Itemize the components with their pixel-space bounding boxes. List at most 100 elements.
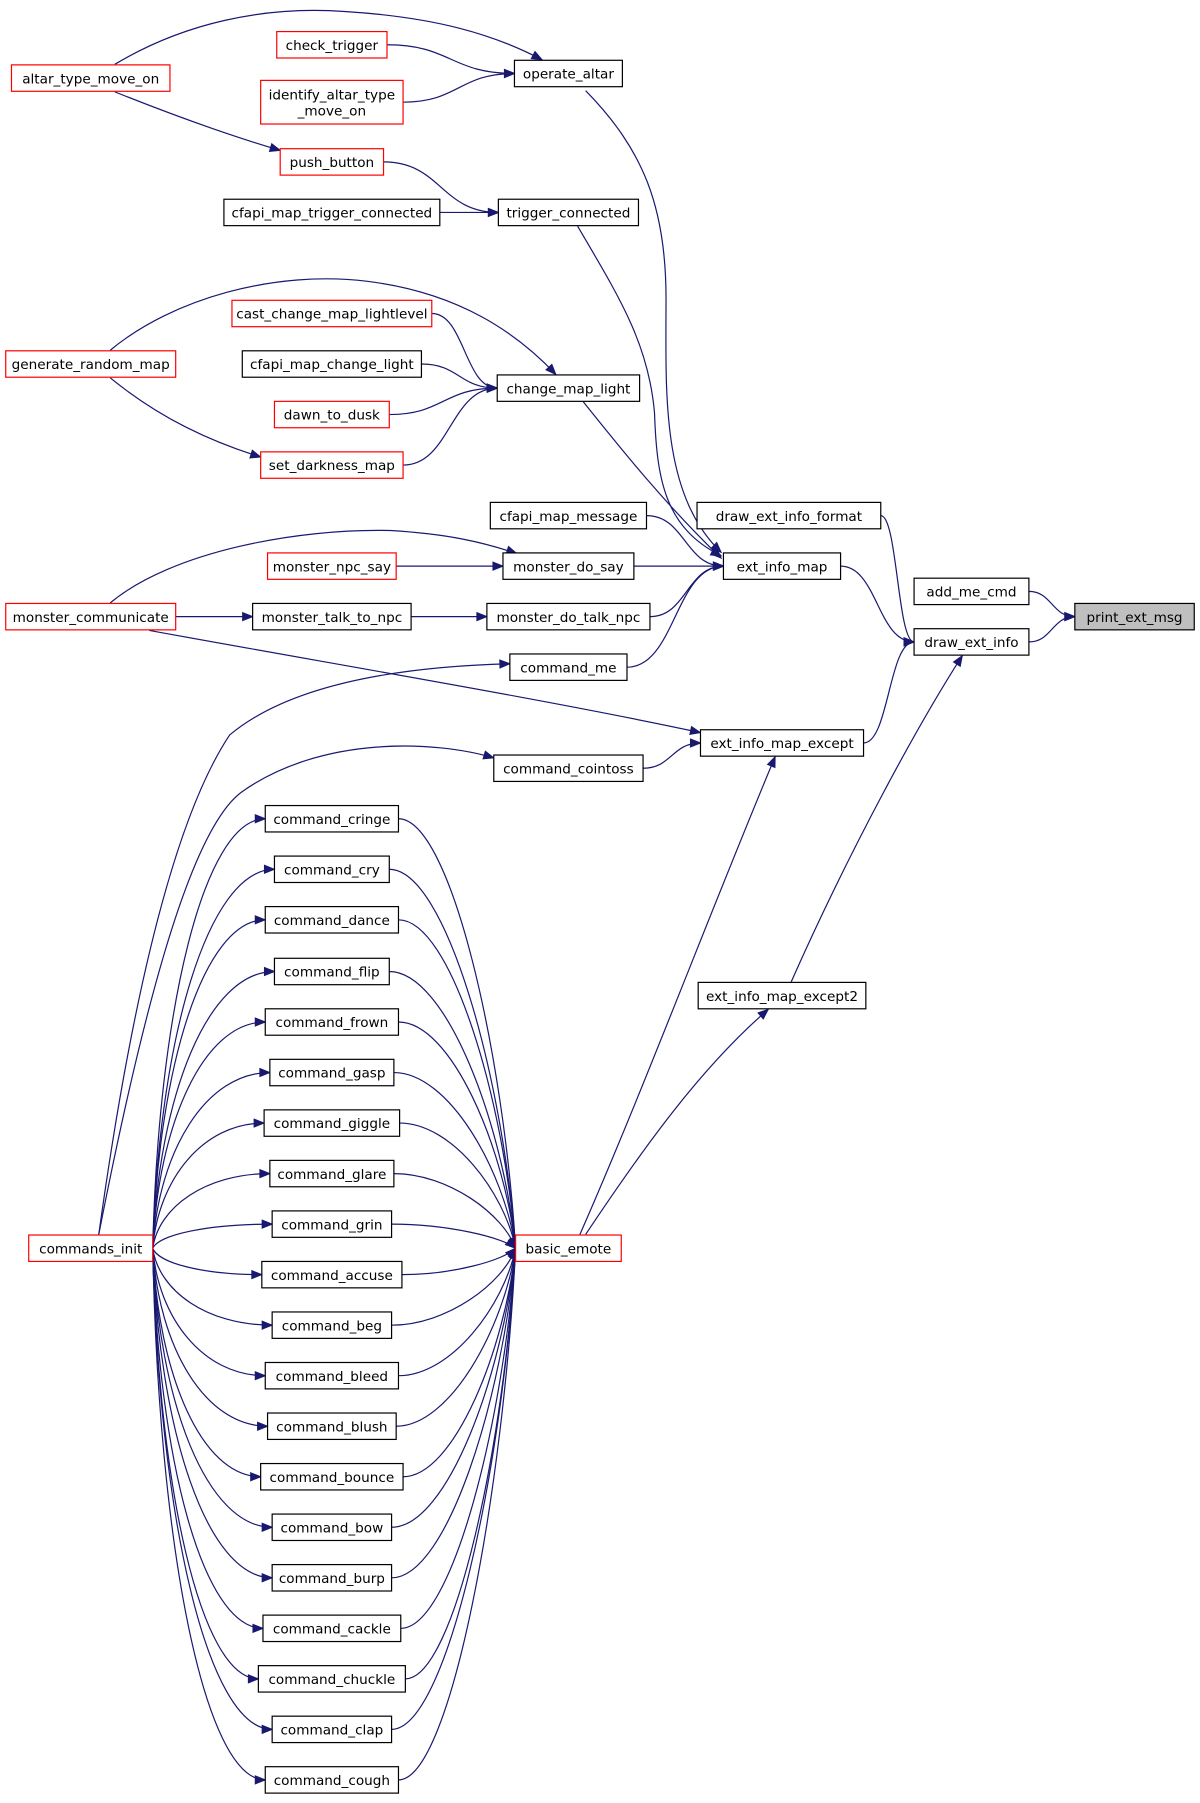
edge-line: [152, 818, 266, 1249]
edge-commands_init-to-command_glare: [152, 1168, 272, 1249]
node-set_darkness_map[interactable]: set_darkness_map: [260, 451, 404, 479]
edge-arrowhead: [492, 561, 505, 571]
node-draw_ext_info[interactable]: draw_ext_info: [913, 628, 1030, 656]
edge-commands_init-to-command_blush: [152, 1248, 269, 1431]
node-monster_do_say[interactable]: monster_do_say: [502, 552, 635, 580]
edge-arrowhead: [689, 738, 702, 748]
edge-line: [391, 1223, 516, 1249]
node-dawn_to_dusk[interactable]: dawn_to_dusk: [273, 400, 390, 429]
node-monster_talk_to_npc[interactable]: monster_talk_to_npc: [252, 602, 412, 631]
edge-check_trigger-to-operate_altar: [386, 44, 516, 79]
edge-arrowhead: [263, 966, 276, 977]
node-command_cough[interactable]: command_cough: [264, 1766, 400, 1794]
node-command_bow[interactable]: command_bow: [271, 1513, 393, 1542]
node-command_frown[interactable]: command_frown: [264, 1008, 400, 1036]
node-monster_npc_say[interactable]: monster_npc_say: [266, 552, 397, 580]
node-generate_random_map[interactable]: generate_random_map: [5, 350, 177, 378]
node-command_grin[interactable]: command_grin: [271, 1210, 393, 1238]
node-box: [260, 1462, 404, 1491]
node-box: [28, 1234, 154, 1263]
node-label: command_bounce: [270, 1470, 395, 1486]
node-trigger_connected[interactable]: trigger_connected: [497, 198, 640, 227]
node-operate_altar[interactable]: operate_altar: [513, 59, 623, 88]
node-box: [502, 552, 635, 580]
node-command_bleed[interactable]: command_bleed: [264, 1361, 400, 1390]
node-identify_altar_type_move_on[interactable]: identify_altar_type_move_on: [260, 79, 404, 125]
node-basic_emote[interactable]: basic_emote: [514, 1234, 622, 1263]
node-label: print_ext_msg: [1087, 610, 1183, 626]
node-label: push_button: [290, 155, 375, 171]
node-ext_info_map_except2[interactable]: ext_info_map_except2: [697, 981, 867, 1010]
node-label: basic_emote: [526, 1241, 612, 1257]
edge-commands_init-to-command_cackle: [152, 1248, 265, 1634]
node-command_blush[interactable]: command_blush: [266, 1412, 397, 1441]
node-command_accuse[interactable]: command_accuse: [261, 1260, 403, 1289]
edge-arrowhead: [476, 611, 489, 622]
edge-command_cointoss-to-ext_info_map_except: [643, 738, 702, 769]
edge-commands_init-to-command_beg: [152, 1248, 274, 1330]
node-ext_info_map[interactable]: ext_info_map: [722, 552, 842, 580]
node-add_me_cmd[interactable]: add_me_cmd: [913, 577, 1030, 606]
node-label: ext_info_map_except2: [706, 989, 858, 1005]
node-command_burp[interactable]: command_burp: [271, 1563, 393, 1592]
node-change_map_light[interactable]: change_map_light: [496, 374, 641, 402]
node-label: monster_npc_say: [273, 559, 391, 575]
node-command_cringe[interactable]: command_cringe: [264, 804, 400, 833]
node-command_cackle[interactable]: command_cackle: [262, 1614, 402, 1643]
edge-arrowhead: [1064, 611, 1077, 622]
node-print_ext_msg[interactable]: print_ext_msg: [1074, 602, 1195, 631]
node-label: generate_random_map: [12, 357, 170, 373]
node-box: [496, 374, 641, 402]
node-command_cointoss[interactable]: command_cointoss: [493, 754, 644, 783]
node-command_flip[interactable]: command_flip: [273, 957, 390, 986]
edge-identify_altar_type_move_on-to-operate_altar: [403, 68, 516, 103]
edge-line: [393, 1172, 517, 1249]
node-label: cast_change_map_lightlevel: [236, 307, 427, 323]
node-command_giggle[interactable]: command_giggle: [263, 1109, 401, 1137]
node-label: command_accuse: [271, 1268, 393, 1284]
node-box: [913, 577, 1030, 606]
node-command_chuckle[interactable]: command_chuckle: [257, 1665, 406, 1693]
node-altar_type_move_on[interactable]: altar_type_move_on: [10, 64, 171, 92]
node-box: [697, 981, 867, 1010]
node-command_gasp[interactable]: command_gasp: [269, 1058, 395, 1087]
edge-line: [152, 970, 275, 1249]
node-cast_change_map_lightlevel[interactable]: cast_change_map_lightlevel: [231, 299, 433, 328]
node-command_beg[interactable]: command_beg: [271, 1311, 393, 1339]
node-command_me[interactable]: command_me: [509, 653, 628, 681]
node-label: monster_communicate: [13, 610, 169, 626]
node-label: command_glare: [277, 1167, 386, 1183]
node-box: [266, 1412, 397, 1441]
node-box: [261, 1260, 403, 1289]
edge-command_flip-to-basic_emote: [389, 970, 520, 1250]
edge-command_cry-to-basic_emote: [389, 868, 520, 1250]
node-box: [264, 1361, 400, 1390]
edge-monster_do_talk_npc-to-ext_info_map: [649, 561, 725, 618]
node-command_bounce[interactable]: command_bounce: [260, 1462, 404, 1491]
node-command_dance[interactable]: command_dance: [264, 905, 400, 934]
edge-commands_init-to-command_flip: [152, 966, 276, 1249]
node-command_clap[interactable]: command_clap: [271, 1715, 393, 1744]
node-label: command_grin: [281, 1217, 382, 1233]
node-monster_communicate[interactable]: monster_communicate: [5, 602, 177, 631]
node-box: [260, 451, 404, 479]
node-cfapi_map_change_light[interactable]: cfapi_map_change_light: [241, 350, 423, 378]
node-label: command_bow: [281, 1520, 384, 1536]
node-commands_init[interactable]: commands_init: [28, 1234, 154, 1263]
edge-line: [389, 387, 498, 416]
node-push_button[interactable]: push_button: [279, 148, 385, 176]
edge-line: [152, 1122, 265, 1249]
node-cfapi_map_trigger_connected[interactable]: cfapi_map_trigger_connected: [223, 198, 441, 227]
node-monster_do_talk_npc[interactable]: monster_do_talk_npc: [486, 602, 651, 631]
node-command_cry[interactable]: command_cry: [273, 855, 390, 884]
edge-arrowhead: [263, 864, 276, 875]
node-draw_ext_info_format[interactable]: draw_ext_info_format: [696, 501, 882, 530]
node-ext_info_map_except[interactable]: ext_info_map_except: [699, 729, 865, 757]
node-check_trigger[interactable]: check_trigger: [276, 30, 388, 59]
node-command_glare[interactable]: command_glare: [269, 1159, 395, 1188]
edge-line: [626, 565, 724, 668]
node-cfapi_map_message[interactable]: cfapi_map_message: [489, 501, 648, 530]
edge-line: [391, 1248, 517, 1528]
node-box: [257, 1665, 406, 1693]
node-box: [273, 400, 390, 429]
